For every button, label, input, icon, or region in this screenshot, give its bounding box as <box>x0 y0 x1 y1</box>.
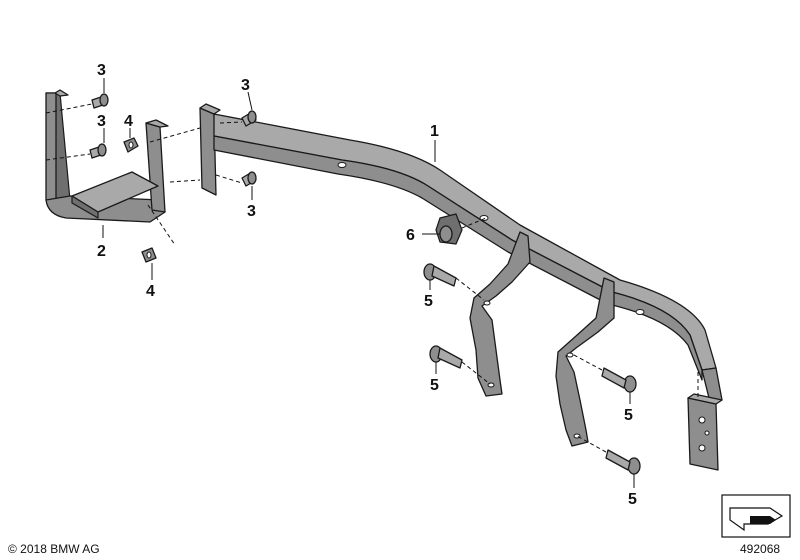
callout-4b: 4 <box>146 283 155 300</box>
nut-part-4a <box>123 137 139 153</box>
leader-lines <box>102 78 635 488</box>
diagram-number: 492068 <box>740 542 780 556</box>
callout-6: 6 <box>406 227 415 244</box>
bolt-part-3b <box>89 143 107 159</box>
copyright-text: © 2018 BMW AG <box>8 542 100 556</box>
callout-5b: 5 <box>430 377 439 394</box>
screw-part-5a <box>423 263 457 287</box>
arrow-corner-icon <box>721 494 791 538</box>
callout-5a: 5 <box>424 293 433 310</box>
bracket-part-2 <box>45 89 169 223</box>
callout-5c: 5 <box>624 407 633 424</box>
bolt-part-3d <box>241 171 257 187</box>
clip-part-6 <box>435 213 463 245</box>
callout-2: 2 <box>97 243 106 260</box>
callout-3d: 3 <box>247 203 256 220</box>
callout-5d: 5 <box>628 491 637 508</box>
bolt-part-3a <box>91 93 109 109</box>
bolt-part-3c <box>241 110 257 127</box>
assembly-lines <box>45 103 699 453</box>
bracket-part-1 <box>199 103 723 471</box>
callout-3b: 3 <box>97 113 106 130</box>
callout-4a: 4 <box>124 113 133 130</box>
screw-part-5c <box>601 367 637 393</box>
callout-3a: 3 <box>97 62 106 79</box>
screw-part-5d <box>605 449 641 475</box>
nut-part-4b <box>141 247 157 263</box>
callout-1: 1 <box>430 123 439 140</box>
callout-3c: 3 <box>241 77 250 94</box>
screw-part-5b <box>429 345 463 369</box>
